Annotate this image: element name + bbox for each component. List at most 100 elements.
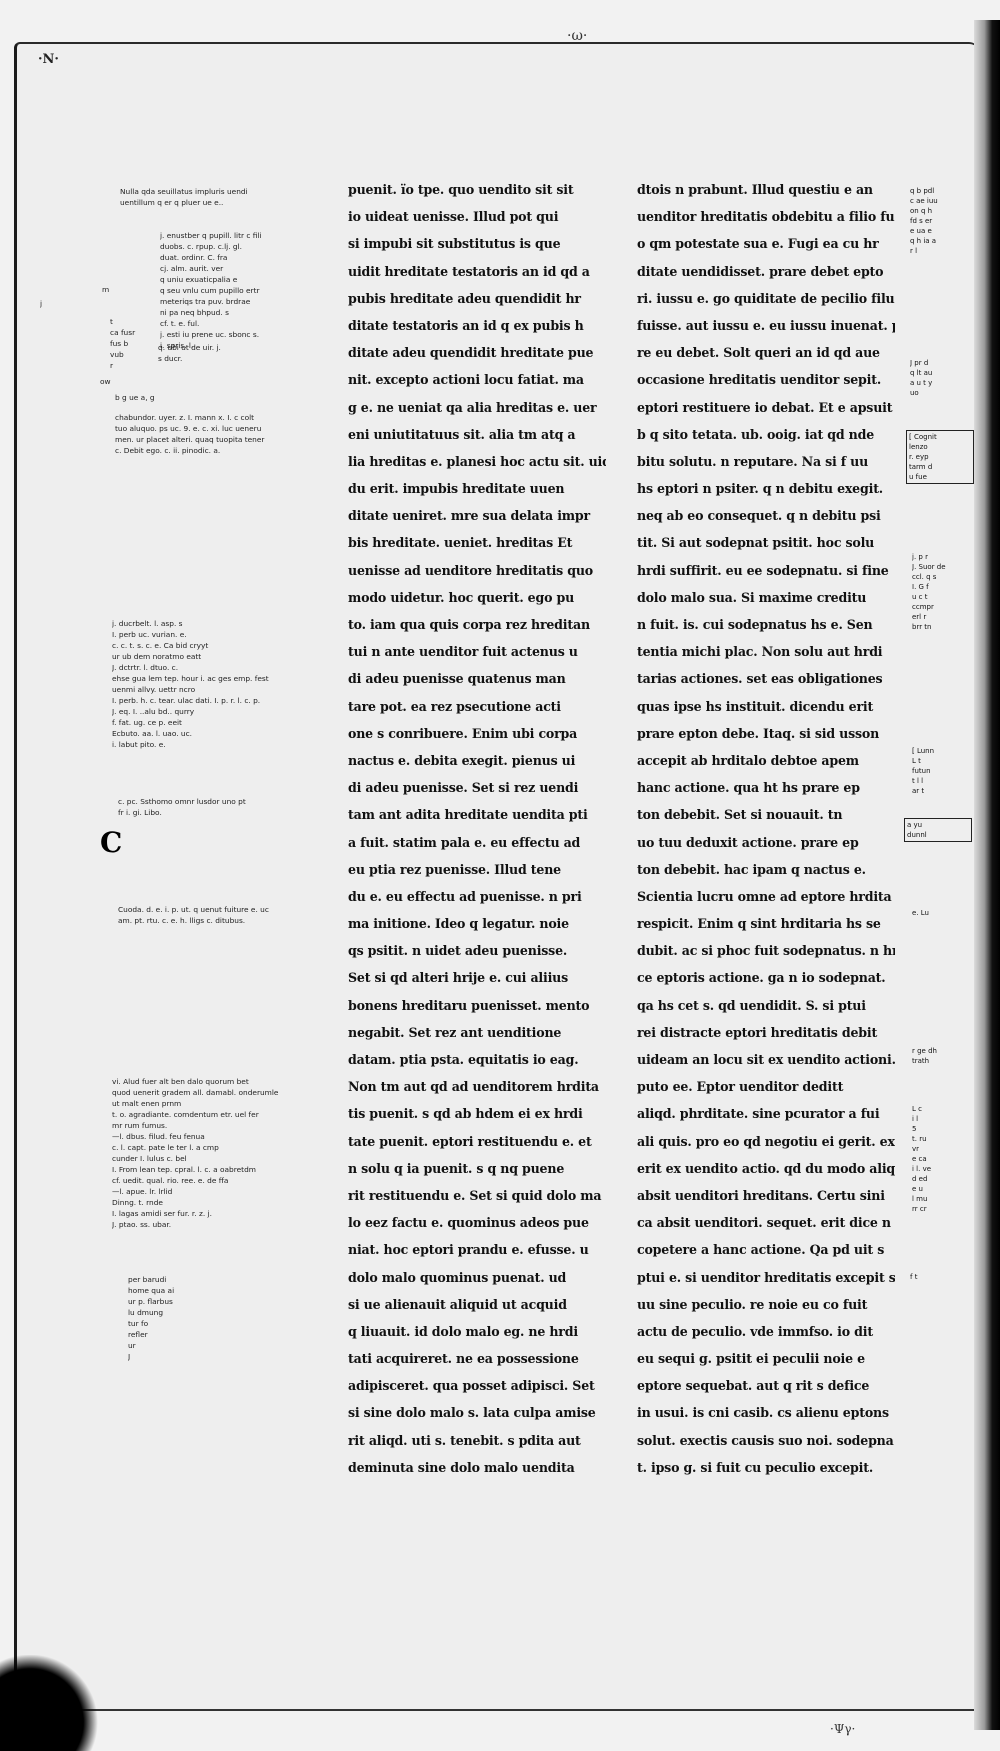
- gloss-block: j. enustber q pupill. litr c fili duobs.…: [160, 231, 262, 350]
- text-line: si impubi sit substitutus is que: [348, 236, 561, 252]
- folio-mark: ·ω·: [567, 28, 588, 44]
- text-line: dolo malo sua. Si maxime creditu: [637, 589, 867, 605]
- text-line: Non tm aut qd ad uenditorem hrdita: [348, 1079, 599, 1095]
- text-line: ditate testatoris an id q ex pubis h: [348, 317, 584, 333]
- text-line: datam. ptia psta. equitatis io eag.: [348, 1052, 579, 1067]
- right-gloss: j. p r J. Suor de ccl. q s I. G f u c t …: [912, 553, 946, 631]
- text-line: lia hreditas e. planesi hoc actu sit. ui…: [348, 453, 606, 469]
- text-line: o qm potestate sua e. Fugi ea cu hr: [637, 236, 879, 252]
- text-line: ton debebit. hac ipam q nactus e.: [637, 861, 866, 877]
- text-line: hrdi suffirit. eu ee sodepnatu. si fine: [637, 562, 889, 578]
- text-line: nit. excepto actioni locu fatiat. ma: [348, 372, 584, 388]
- parchment-leaf: [14, 42, 979, 1711]
- text-line: bis hreditate. ueniet. hreditas Et: [348, 535, 573, 551]
- text-line: copetere a hanc actione. Qa pd uit s: [637, 1242, 885, 1258]
- text-line: uenditor hreditatis obdebitu a filio fu: [637, 209, 895, 225]
- text-line: puenit. ïo tpe. quo uendito sit sit: [348, 182, 574, 197]
- text-line: puto ee. Eptor uenditor deditt: [637, 1079, 844, 1095]
- text-line: niat. hoc eptori prandu e. efusse. u: [348, 1242, 589, 1258]
- binding-edge: [974, 20, 1000, 1730]
- text-line: modo uidetur. hoc querit. ego pu: [348, 589, 575, 605]
- text-line: g e. ne ueniat qa alia hreditas e. uer: [348, 399, 597, 415]
- text-line: in usui. is cni casib. cs alienu eptons: [637, 1405, 889, 1421]
- text-line: ca absit uenditori. sequet. erit dice n: [637, 1215, 891, 1231]
- text-line: to. iam qua quis corpa rez hreditan: [348, 617, 590, 632]
- margin-note: m: [102, 285, 110, 294]
- right-gloss: J pr d q lt au a u t y uo: [910, 359, 933, 397]
- right-gloss: L c i l 5 t. ru vr e ca i l. ve d ed e u…: [912, 1105, 932, 1213]
- text-line: dubit. ac si phoc fuit sodepnatus. n hr: [637, 943, 895, 959]
- text-line: eptore sequebat. aut q rit s defice: [637, 1378, 870, 1394]
- gloss-block: vi. Alud fuer alt ben dalo quorum bet qu…: [112, 1077, 279, 1229]
- text-line: uideam an locu sit ex uendito actioni.: [637, 1052, 895, 1067]
- text-line: negabit. Set rez ant uenditione: [348, 1024, 562, 1040]
- text-line: lo eez factu e. quominus adeos pue: [348, 1215, 589, 1231]
- text-line: eu sequi g. psitit ei peculii noie e: [637, 1351, 865, 1367]
- text-line: eptori restituere io debat. Et e apsuit: [637, 399, 893, 415]
- main-text-column: puenit. ïo tpe. quo uendito sit sit io ui…: [348, 176, 606, 1481]
- gloss-block: Nulla qda seuillatus impluris uendi uent…: [120, 187, 248, 207]
- margin-note: ow: [100, 377, 111, 386]
- text-line: ce eptoris actione. ga n io sodepnat.: [637, 970, 886, 986]
- text-line: n solu q ia puenit. s q nq puene: [348, 1160, 565, 1176]
- text-line: re eu debet. Solt queri an id qd aue: [637, 345, 880, 361]
- text-line: uu sine peculio. re noie eu co fuit: [637, 1296, 868, 1312]
- margin-note: j: [40, 299, 43, 308]
- text-line: quas ipse hs instituit. dicendu erit: [637, 698, 874, 714]
- text-line: ptui e. si uenditor hreditatis excepit s: [637, 1269, 895, 1285]
- text-line: hanc actione. qua ht hs prare ep: [637, 780, 860, 796]
- right-gloss: f t: [910, 1273, 918, 1281]
- right-gloss: r ge dh trath: [912, 1047, 937, 1065]
- text-line: accepit ab hrditalo debtoe apem: [637, 752, 859, 768]
- text-line: du erit. impubis hreditate uuen: [348, 481, 565, 497]
- text-line: di adeu puenisse quatenus man: [348, 671, 566, 687]
- text-line: io uideat uenisse. Illud pot qui: [348, 209, 559, 225]
- text-line: eu ptia rez puenisse. Illud tene: [348, 861, 561, 877]
- text-line: absit uenditori hreditans. Certu sini: [637, 1187, 885, 1203]
- text-line: occasione hreditatis uenditor sepit.: [637, 372, 882, 388]
- decorated-initial: C: [100, 826, 123, 859]
- gloss-block: j. ducrbelt. l. asp. s I. perb uc. vuria…: [112, 619, 269, 749]
- second-text-column: dtois n prabunt. Illud questiu e an uendi…: [637, 176, 895, 1481]
- gloss-block: q. ubi ut de uir. j. s ducr.: [158, 343, 221, 363]
- right-gloss: [ Lunn L t futun t l l ar t: [912, 747, 935, 795]
- text-line: adipisceret. qua posset adipisci. Set: [348, 1378, 595, 1394]
- text-line: tarias actiones. set eas obligationes: [637, 671, 883, 687]
- text-line: Scientia lucru omne ad eptore hrdita: [637, 888, 892, 904]
- text-line: rei distracte eptori hreditatis debit: [637, 1024, 878, 1040]
- text-line: bonens hreditaru puenisset. mento: [348, 997, 590, 1013]
- gloss-block: Cuoda. d. e. i. p. ut. q uenut fuiture e…: [118, 905, 269, 925]
- text-line: rit restituendu e. Set si quid dolo ma: [348, 1187, 602, 1203]
- text-line: tam ant adita hreditate uendita pti: [348, 807, 588, 823]
- text-line: tis puenit. s qd ab hdem ei ex hrdi: [348, 1106, 583, 1122]
- margin-note: b g ue a, g: [115, 393, 155, 402]
- right-gloss-box: a yu dunnl: [904, 818, 972, 842]
- corner-shadow: [0, 1655, 100, 1751]
- text-line: ton debebit. Set si nouauit. tn: [637, 807, 843, 823]
- text-line: si sine dolo malo s. lata culpa amise: [348, 1405, 596, 1421]
- margin-note: t ca fusr fus b vub r: [110, 317, 136, 370]
- text-line: ma initione. Ideo q legatur. noie: [348, 916, 569, 932]
- text-line: tentia michi plac. Non solu aut hrdi: [637, 644, 883, 660]
- gloss-block: per barudi home qua ai ur p. flarbus lu …: [128, 1275, 175, 1361]
- text-line: uidit hreditate testatoris an id qd a: [348, 263, 590, 279]
- text-line: n fuit. is. cui sodepnatus hs e. Sen: [637, 617, 873, 632]
- text-line: prare epton debe. Itaq. si sid usson: [637, 725, 880, 741]
- gloss-block: chabundor. uyer. z. I. mann x. I. c colt…: [115, 413, 265, 455]
- text-line: si ue alienauit aliquid ut acquid: [348, 1296, 567, 1312]
- text-line: dolo malo quominus puenat. ud: [348, 1269, 567, 1285]
- text-line: actu de peculio. vde immfso. io dit: [637, 1323, 873, 1339]
- text-line: dtois n prabunt. Illud questiu e an: [637, 182, 873, 197]
- text-line: qs psitit. n uidet adeu puenisse.: [348, 943, 568, 959]
- text-line: q liuauit. id dolo malo eg. ne hrdi: [348, 1323, 578, 1339]
- text-line: tit. Si aut sodepnat psitit. hoc solu: [637, 535, 875, 551]
- text-line: bitu solutu. n reputare. Na si f uu: [637, 453, 869, 469]
- text-line: respicit. Enim q sint hrditaria hs se: [637, 916, 881, 932]
- text-line: ri. iussu e. go quiditate de pecilio fil…: [637, 290, 895, 306]
- right-gloss-box: [ Cognit lenzo r. eyp tarm d u fue: [906, 430, 974, 484]
- text-line: du e. eu effectu ad puenisse. n pri: [348, 888, 582, 904]
- text-line: ditate uendidisset. prare debet epto: [637, 263, 884, 279]
- text-line: deminuta sine dolo malo uendita: [348, 1459, 575, 1475]
- text-line: uenisse ad uenditore hreditatis quo: [348, 562, 594, 578]
